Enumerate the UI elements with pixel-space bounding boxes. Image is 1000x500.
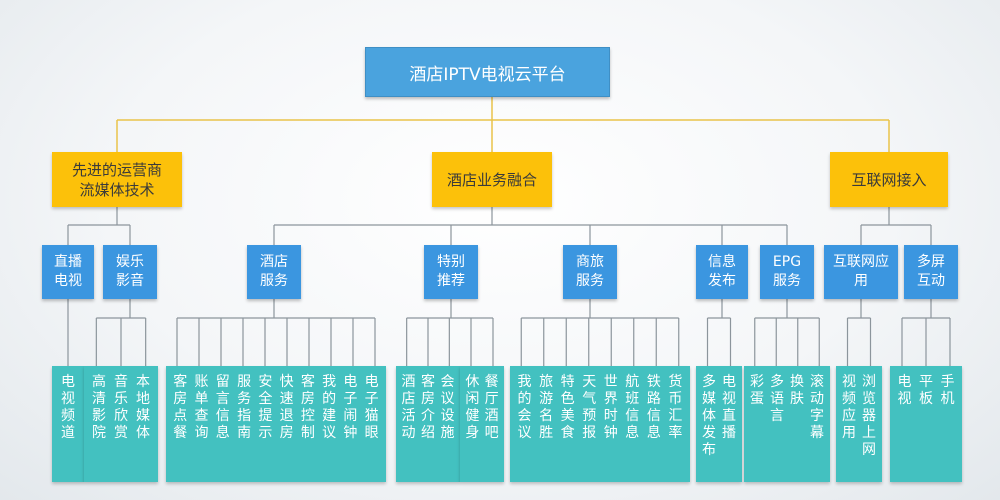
feature-label: 账单查询 [194,374,209,441]
feature-box: 电视频道 [52,366,84,482]
feature-label: 休闲健身 [465,374,480,441]
category-node-streaming-tech: 先进的运营商 流媒体技术 [52,152,182,207]
feature-label: 视频应用 [842,374,856,441]
feature-box: 电视平板手机 [890,366,962,482]
feature-label: 快速退房 [279,374,294,441]
service-label: 特别 推荐 [437,254,465,289]
feature-label: 留言信息 [215,374,230,441]
feature-label: 换肤 [790,374,804,407]
feature-label: 会议设施 [440,374,455,441]
root-label: 酒店IPTV电视云平台 [409,64,566,85]
feature-label: 货币汇率 [668,374,683,441]
service-node-entertainment: 娱乐 影音 [103,245,157,299]
feature-label: 电视频道 [61,374,75,441]
feature-label: 浏览器上网 [862,374,876,458]
service-node-hotel-service: 酒店 服务 [247,245,301,299]
feature-label: 天气预报 [582,374,597,441]
root-node: 酒店IPTV电视云平台 [365,47,610,97]
category-label: 酒店业务融合 [446,170,537,189]
feature-label: 滚动字幕 [810,374,824,441]
service-node-multiscreen: 多屏 互动 [904,245,958,299]
service-label: 直播 电视 [54,254,82,289]
service-node-info-publish: 信息 发布 [696,245,748,299]
feature-label: 多媒体发布 [702,374,716,458]
feature-label: 客房控制 [300,374,315,441]
service-node-business-travel: 商旅 服务 [563,245,617,299]
feature-label: 我的建议 [322,374,337,441]
feature-label: 服务指南 [237,374,252,441]
service-label: 多屏 互动 [917,254,945,289]
feature-box: 视频应用浏览器上网 [836,366,882,482]
feature-label: 电子猫眼 [364,374,379,441]
service-node-live-tv: 直播 电视 [42,245,94,299]
service-label: 娱乐 影音 [116,254,144,289]
feature-label: 客房点餐 [173,374,188,441]
service-node-special-recommend: 特别 推荐 [424,245,478,299]
feature-label: 手机 [940,374,955,407]
feature-box: 高清影院音乐欣赏本地媒体 [84,366,158,482]
feature-label: 电子闹钟 [343,374,358,441]
feature-label: 餐厅酒吧 [484,374,499,441]
service-label: 互联网应 用 [833,254,889,289]
feature-box: 我的会议旅游名胜特色美食天气预报世界时钟航班信息铁路信息货币汇率 [510,366,690,482]
service-label: 商旅 服务 [576,254,604,289]
feature-label: 音乐欣赏 [114,374,128,441]
service-label: 酒店 服务 [260,254,288,289]
feature-label: 高清影院 [92,374,106,441]
category-node-internet-access: 互联网接入 [830,152,948,207]
feature-label: 多语言 [770,374,784,424]
feature-label: 彩蛋 [750,374,764,407]
feature-box: 休闲健身餐厅酒吧 [460,366,504,482]
feature-label: 客房介绍 [421,374,435,441]
feature-label: 铁路信息 [646,374,661,441]
feature-box: 客房点餐账单查询留言信息服务指南安全提示快速退房客房控制我的建议电子闹钟电子猫眼 [166,366,386,482]
feature-label: 世界时钟 [603,374,618,441]
category-node-hotel-business: 酒店业务融合 [432,152,552,207]
service-label: 信息 发布 [708,254,736,289]
feature-label: 我的会议 [517,374,532,441]
service-node-epg: EPG 服务 [760,245,814,299]
feature-label: 安全提示 [258,374,273,441]
feature-box: 酒店活动客房介绍会议设施 [396,366,460,482]
feature-label: 特色美食 [560,374,575,441]
feature-box: 彩蛋多语言换肤滚动字幕 [744,366,830,482]
feature-label: 航班信息 [625,374,640,441]
feature-label: 酒店活动 [401,374,416,441]
feature-label: 电视直播 [722,374,736,441]
category-label: 先进的运营商 流媒体技术 [71,160,162,199]
category-label: 互联网接入 [851,170,927,189]
service-label: EPG 服务 [772,254,802,289]
feature-label: 电视 [897,374,912,407]
feature-label: 旅游名胜 [539,374,554,441]
feature-label: 本地媒体 [136,374,150,441]
feature-label: 平板 [919,374,933,407]
feature-box: 多媒体发布电视直播 [696,366,742,482]
service-node-internet-apps: 互联网应 用 [824,245,898,299]
